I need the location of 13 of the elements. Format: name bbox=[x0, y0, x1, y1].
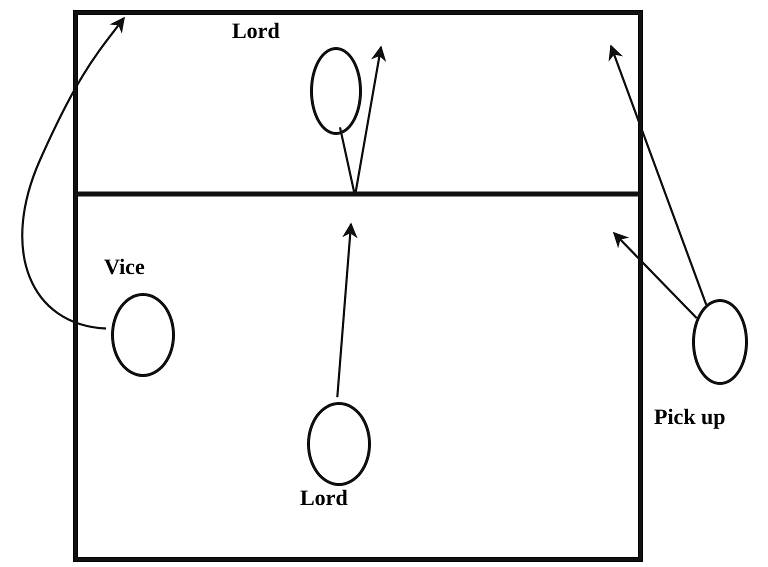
player-label: Lord bbox=[232, 20, 280, 42]
player-label: Pick up bbox=[654, 406, 726, 428]
player-circle bbox=[111, 293, 175, 377]
player-circle bbox=[307, 402, 371, 486]
movement-arrow bbox=[336, 222, 358, 398]
player-circle bbox=[692, 299, 748, 385]
movement-arrow bbox=[608, 44, 708, 305]
court-outline bbox=[73, 10, 643, 562]
movement-arrow bbox=[612, 232, 698, 319]
player-label: Lord bbox=[300, 487, 348, 509]
player-circle bbox=[310, 47, 362, 135]
player-label: Vice bbox=[104, 256, 145, 278]
movement-arrow bbox=[21, 16, 125, 330]
